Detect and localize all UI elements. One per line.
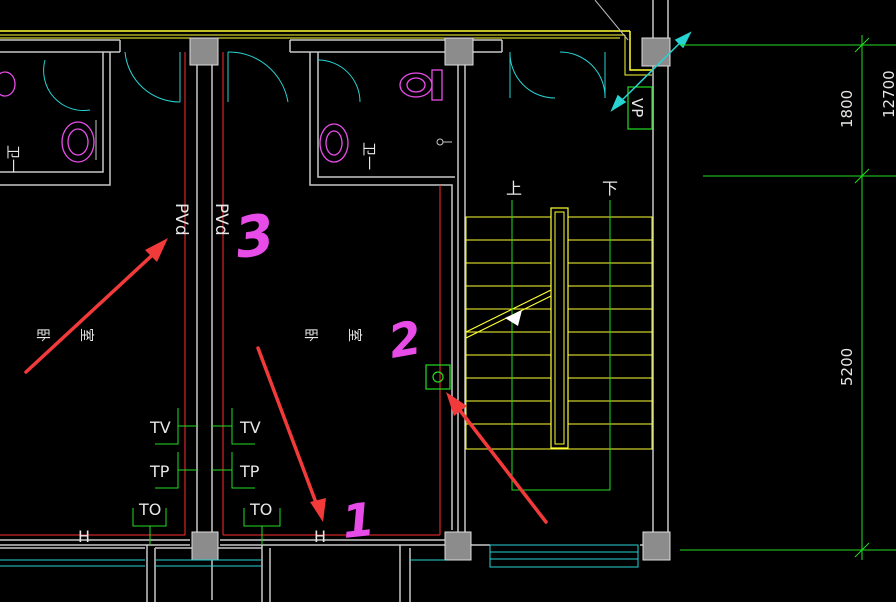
bedroom-label-right-1: 卧 (302, 328, 318, 342)
pipe-label-left: PVd (171, 203, 191, 236)
door-swings (43, 51, 606, 111)
dimension-upper: 1800 (838, 90, 856, 128)
annotation-number-3: 3 (231, 202, 279, 272)
pipe-labels: PVd PVd (171, 203, 231, 236)
annotation-arrow-1 (256, 346, 320, 510)
top-wall-band (0, 0, 652, 76)
outlets: TV TP TV TP TO TO H H (78, 408, 326, 546)
bedroom-label-right-2: 室 (346, 328, 363, 342)
annotation-arrows (24, 238, 548, 524)
bedroom-label-left-2: 室 (78, 328, 95, 342)
red-lines (0, 52, 441, 536)
handwritten-annotations: 3 2 1 (231, 202, 426, 549)
vp-shaft: VP (627, 86, 653, 130)
annotation-number-1: 1 (340, 492, 377, 549)
tp-outlet-right: TP (239, 462, 260, 481)
tv-outlet-right: TV (239, 418, 261, 437)
stair-down-label: 下 (602, 179, 618, 198)
dimension-lower: 5200 (838, 348, 856, 386)
stair-window (489, 544, 639, 568)
bottom-windows (0, 559, 445, 567)
walls (0, 0, 669, 602)
annotation-arrow-2 (453, 402, 548, 524)
h-symbol-right: H (314, 527, 326, 546)
to-outlet-left: TO (138, 500, 161, 519)
h-symbol-left: H (78, 527, 90, 546)
bedroom-label-left-1: 卧 (34, 328, 50, 342)
tp-outlet-left: TP (149, 462, 170, 481)
bathroom-label-left: 卫一 (4, 145, 20, 173)
to-outlet-right: TO (249, 500, 272, 519)
dimension-top-cut: 12700 (880, 70, 896, 118)
pipe-label-right: PVd (211, 203, 231, 236)
cyan-leader (610, 31, 692, 112)
vp-label: VP (628, 98, 646, 117)
sanitary-fixtures (0, 69, 443, 163)
tv-outlet-left: TV (149, 418, 171, 437)
floor-drain (425, 364, 451, 390)
stair-up-label: 上 (506, 179, 522, 198)
staircase: 上 下 (465, 179, 653, 491)
room-labels: 卫一 卫一 卧 室 卧 室 (4, 142, 376, 342)
bathroom-label-right: 卫一 (360, 142, 376, 170)
fixture-accessories (95, 120, 452, 160)
dimension-lines: 1800 5200 12700 (680, 35, 896, 560)
annotation-arrow-3 (24, 246, 162, 374)
